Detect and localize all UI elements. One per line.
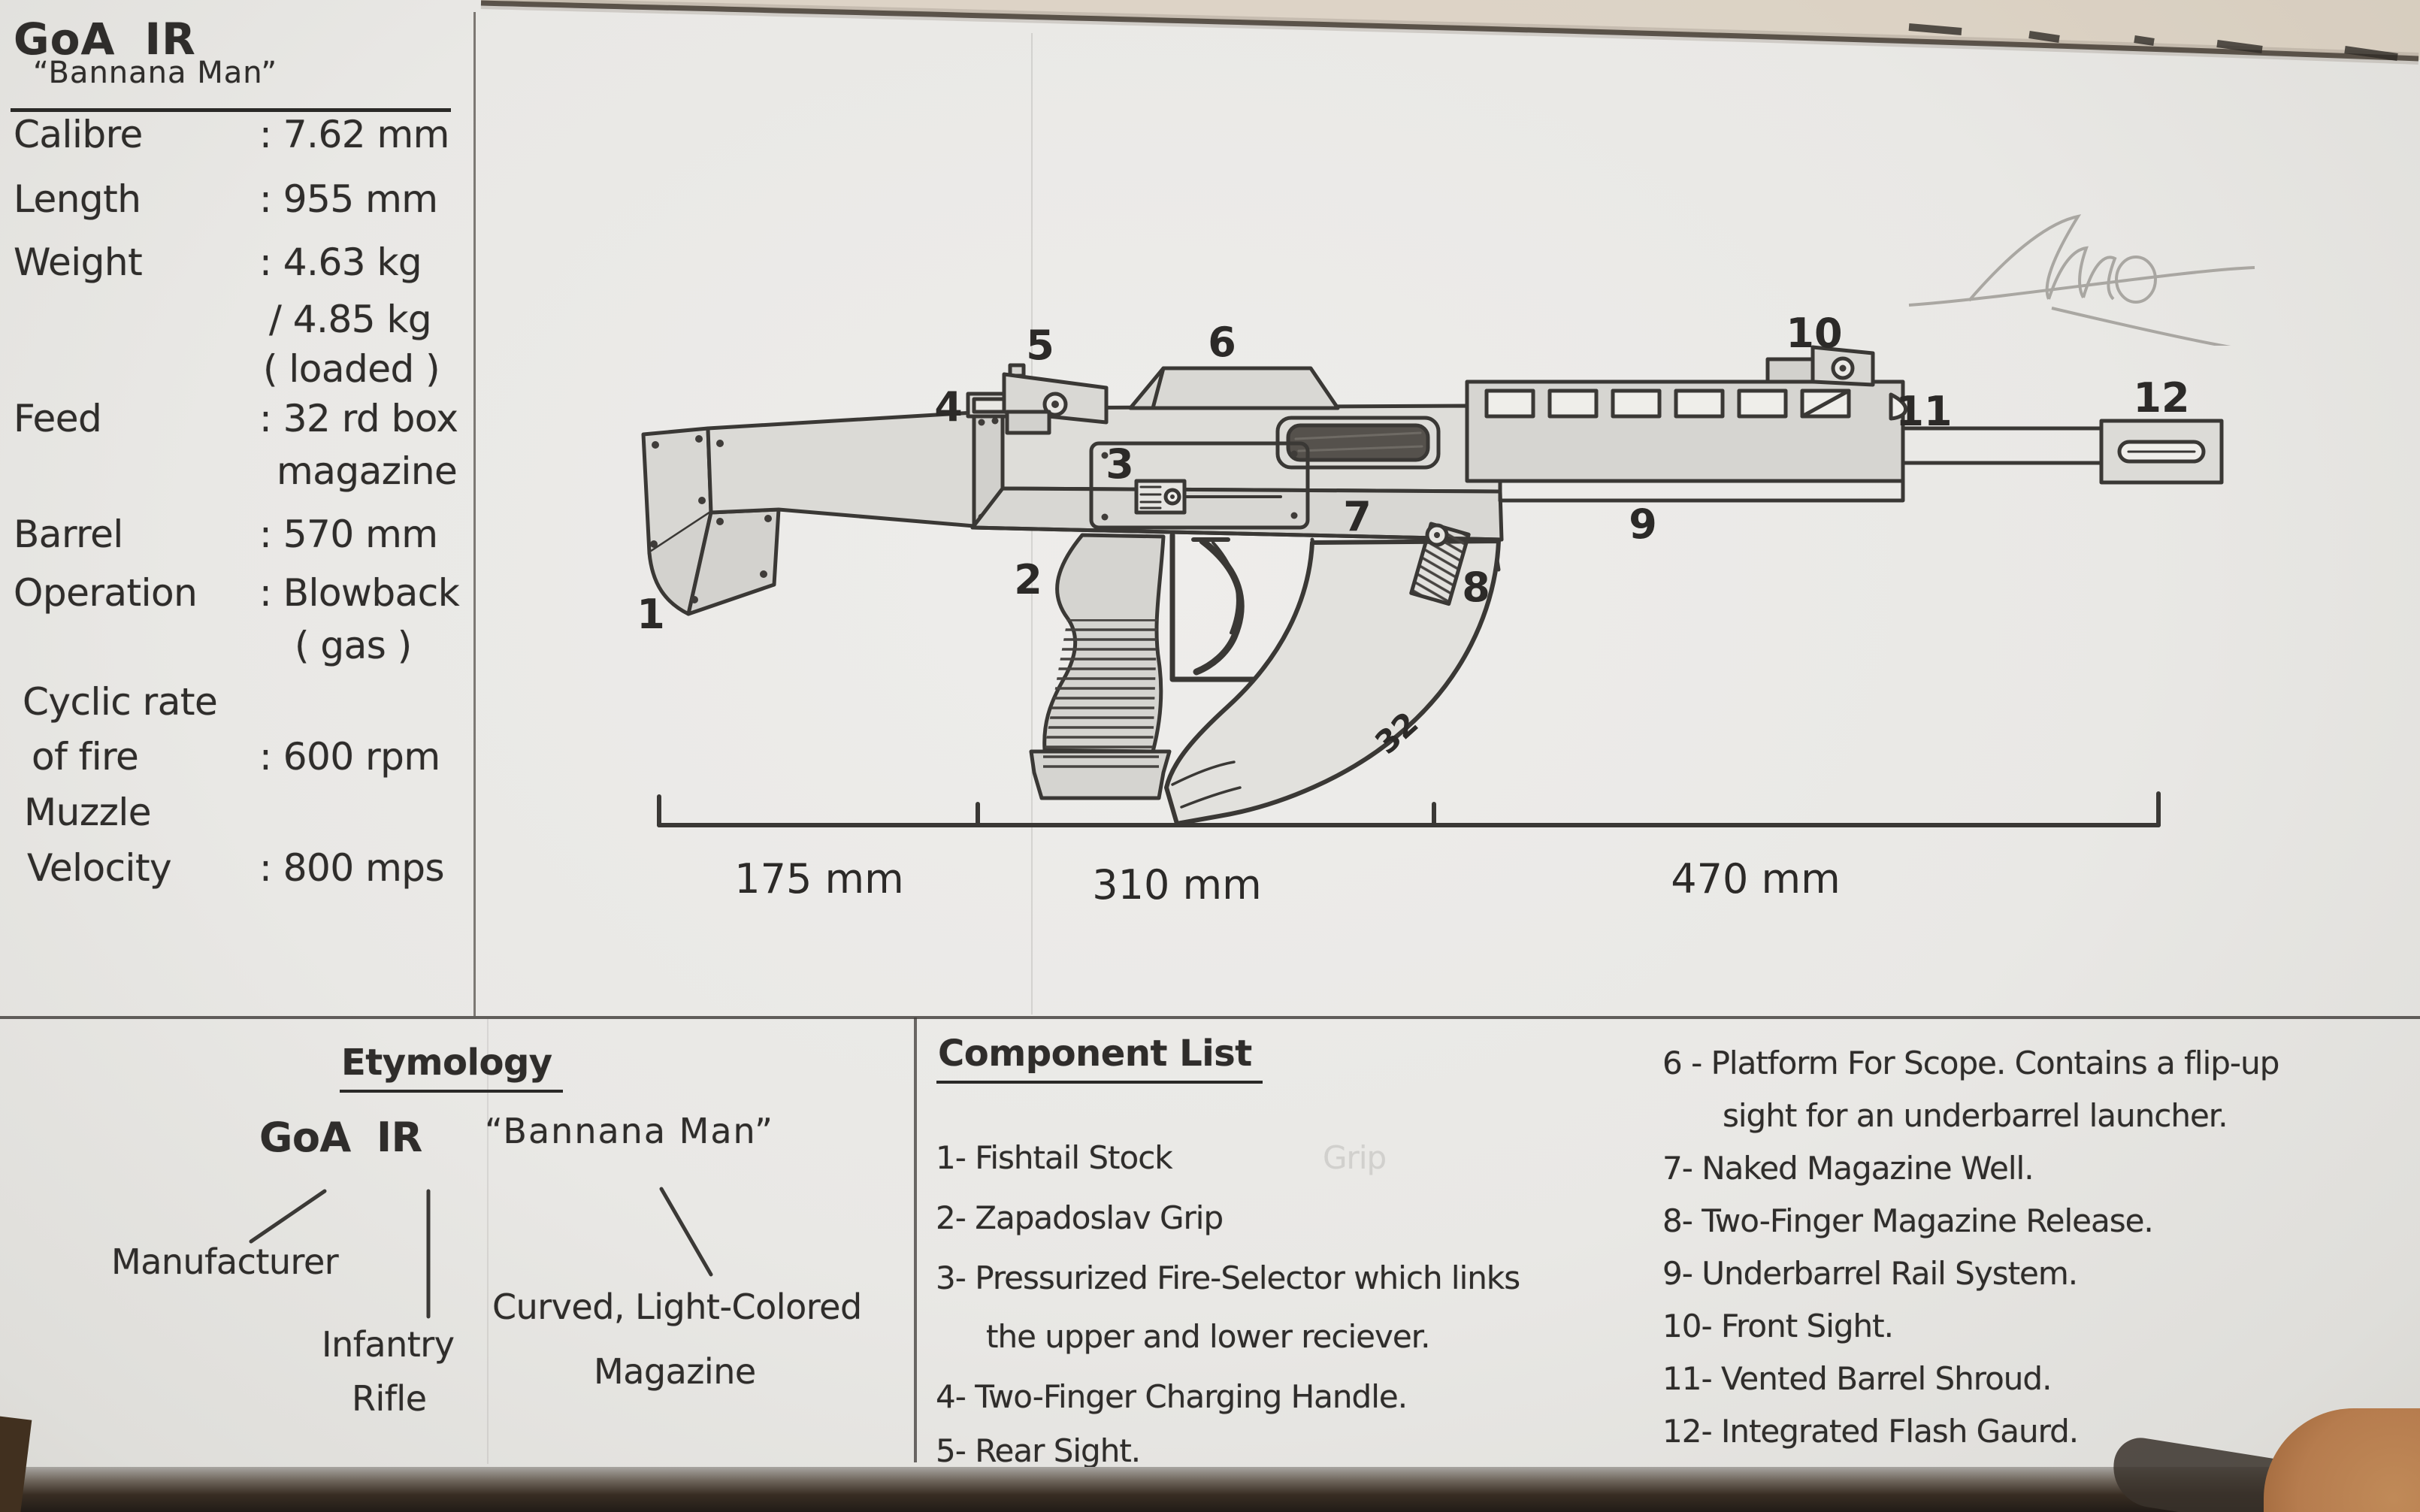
fire-selector [1089, 441, 1310, 530]
dimension-470: 470 mm [1671, 855, 1840, 903]
component-item-7: 7- Naked Magazine Well. [1662, 1150, 2034, 1187]
spec-label: Length [14, 177, 141, 221]
page-bottom-edge [0, 1467, 2420, 1512]
banana-magazine [1164, 539, 1501, 826]
component-item-2: 2- Zapadoslav Grip [936, 1199, 1224, 1236]
callout-numbers: 1 2 3 4 5 6 7 8 9 10 11 12 32 [637, 316, 2189, 761]
component-item-1: 1- Fishtail Stock [936, 1139, 1173, 1176]
callout-3: 3 [1106, 440, 1134, 488]
weapon-model-name: GoA IR [14, 14, 196, 65]
nickname-note-line1: Curved, Light-Colored [492, 1287, 862, 1327]
flash-guard [2099, 419, 2224, 485]
component-item-3: 3- Pressurized Fire-Selector which links [936, 1259, 1520, 1296]
component-list-title: Component List [936, 1033, 1263, 1084]
spec-value: magazine [277, 449, 458, 493]
ejection-port [1275, 416, 1441, 470]
spec-label: Calibre [14, 113, 143, 156]
callout-4: 4 [934, 383, 963, 431]
infantry-note: Infantry [322, 1324, 455, 1365]
callout-5: 5 [1026, 322, 1054, 369]
section-divider-line [0, 1016, 2420, 1019]
callout-8: 8 [1462, 564, 1490, 611]
callout-11: 11 [1895, 388, 1952, 435]
component-item-6-cont: sight for an underbarrel launcher. [1723, 1097, 2228, 1134]
scope-platform [1128, 366, 1340, 410]
fishtail-stock [641, 410, 976, 616]
component-item-12: 12- Integrated Flash Gaurd. [1662, 1413, 2079, 1450]
callout-7: 7 [1343, 493, 1372, 540]
paper-crease [487, 1019, 489, 1464]
spec-value: / 4.85 kg [269, 298, 432, 341]
spec-label: Operation [14, 571, 198, 615]
spec-value: : 32 rd box [259, 397, 458, 440]
callout-6: 6 [1208, 319, 1236, 366]
spec-value: : 800 mps [259, 846, 445, 890]
spec-label: Muzzle [24, 791, 151, 834]
hand-holding-page [2264, 1408, 2420, 1512]
spec-label: Weight [14, 240, 143, 284]
callout-9: 9 [1629, 500, 1657, 548]
component-item-6: 6 - Platform For Scope. Contains a flip-… [1662, 1045, 2279, 1081]
spec-value: ( loaded ) [263, 347, 440, 391]
component-item-4: 4- Two-Finger Charging Handle. [936, 1378, 1408, 1415]
component-item-11: 11- Vented Barrel Shroud. [1662, 1360, 2052, 1397]
erased-ghost-text: Grip [1323, 1139, 1387, 1176]
spec-label: of fire [32, 735, 139, 779]
weapon-nickname: “Bannana Man” [33, 56, 278, 90]
underbarrel-rail [1498, 479, 1905, 503]
rear-sight [1002, 363, 1109, 435]
spec-value: : 7.62 mm [259, 113, 449, 156]
spec-value: : 570 mm [259, 513, 438, 556]
dimension-labels: 175 mm 310 mm 470 mm [734, 855, 1840, 909]
spec-value: : 955 mm [259, 177, 438, 221]
dimension-175: 175 mm [734, 855, 903, 903]
callout-1: 1 [637, 591, 665, 638]
spec-label: Cyclic rate [23, 680, 218, 724]
component-item-8: 8- Two-Finger Magazine Release. [1662, 1202, 2154, 1239]
dimension-310: 310 mm [1092, 861, 1261, 909]
manufacturer-note: Manufacturer [111, 1241, 339, 1282]
front-sight [1765, 345, 1875, 387]
etymology-model: GoA IR [259, 1114, 422, 1161]
etymology-title: Etymology [340, 1042, 563, 1093]
pistol-grip [1029, 533, 1172, 800]
callout-12: 12 [2133, 374, 2189, 422]
component-item-10: 10- Front Sight. [1662, 1308, 1894, 1344]
nickname-note-line2: Magazine [594, 1351, 756, 1392]
callout-2: 2 [1014, 556, 1042, 603]
component-item-9: 9- Underbarrel Rail System. [1662, 1255, 2078, 1292]
callout-10: 10 [1786, 316, 1842, 357]
component-item-3-cont: the upper and lower reciever. [986, 1318, 1430, 1355]
top-paper-edge [480, 0, 2420, 65]
vented-barrel-shroud [1465, 380, 1908, 483]
spec-label: Feed [14, 397, 102, 440]
etymology-leader-lines [249, 1187, 713, 1319]
rifle-note: Rifle [352, 1378, 427, 1419]
component-item-5: 5- Rear Sight. [936, 1432, 1141, 1469]
spec-panel-divider-line [473, 12, 476, 1016]
spec-value: : 4.63 kg [259, 240, 422, 284]
magazine-release [1409, 522, 1471, 606]
etymology-component-divider-line [914, 1018, 917, 1462]
page-title: GoA IR “Bannana Man” [11, 14, 451, 112]
rifle-diagram: 1 2 3 4 5 6 7 8 9 10 11 12 32 175 mm 310… [637, 316, 2224, 909]
spec-value: : Blowback [259, 571, 460, 615]
spec-label: Barrel [14, 513, 123, 556]
dimension-line [657, 791, 2161, 827]
spec-value: ( gas ) [295, 624, 412, 667]
pencil-signature [1908, 214, 2255, 346]
rifle-outline [641, 345, 2224, 827]
spec-value: : 600 rpm [259, 735, 440, 779]
barrel [1901, 426, 2107, 465]
etymology-nickname: “Bannana Man” [485, 1111, 774, 1151]
spec-label: Velocity [27, 846, 172, 890]
